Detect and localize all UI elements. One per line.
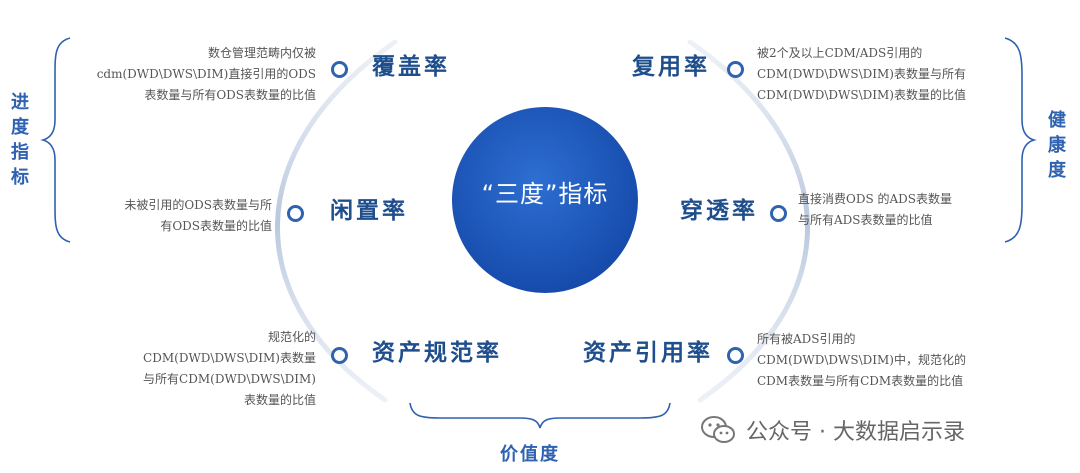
desc-line: 有ODS表数量的比值 <box>160 219 272 233</box>
asset-ref-title: 资产引用率 <box>583 340 713 366</box>
right-label-char: 健 <box>1048 110 1066 131</box>
desc-line: CDM(DWD\DWS\DIM)表数量 <box>143 351 316 365</box>
idle-description: 未被引用的ODS表数量与所 有ODS表数量的比值 <box>124 195 272 237</box>
desc-line: 数仓管理范畴内仅被 <box>207 46 316 60</box>
watermark: 公众号 · 大数据启示录 <box>700 413 965 447</box>
desc-line: 直接消费ODS 的ADS表数量 <box>798 192 953 206</box>
penetration-description: 直接消费ODS 的ADS表数量 与所有ADS表数量的比值 <box>798 189 952 231</box>
coverage-title: 覆盖率 <box>372 54 450 80</box>
right-label-char: 度 <box>1048 160 1066 181</box>
right-side-label: 健 康 度 <box>1046 108 1068 183</box>
desc-line: CDM(DWD\DWS\DIM)表数量与所有 <box>757 67 966 81</box>
asset-norm-title: 资产规范率 <box>372 340 502 366</box>
desc-line: CDM(DWD\DWS\DIM)中，规范化的 <box>757 353 966 367</box>
reuse-title: 复用率 <box>632 54 710 80</box>
desc-line: 表数量与所有ODS表数量的比值 <box>144 88 316 102</box>
desc-line: 未被引用的ODS表数量与所 <box>124 198 272 212</box>
idle-node-icon <box>287 205 304 222</box>
asset-ref-node-icon <box>727 347 744 364</box>
wechat-icon <box>701 416 735 443</box>
reuse-description: 被2个及以上CDM/ADS引用的 CDM(DWD\DWS\DIM)表数量与所有 … <box>757 43 966 106</box>
asset-norm-description: 规范化的 CDM(DWD\DWS\DIM)表数量 与所有CDM(DWD\DWS\… <box>143 327 316 411</box>
desc-line: cdm(DWD\DWS\DIM)直接引用的ODS <box>96 67 316 81</box>
left-label-char: 度 <box>11 117 29 138</box>
right-arc <box>687 39 810 403</box>
coverage-description: 数仓管理范畴内仅被 cdm(DWD\DWS\DIM)直接引用的ODS 表数量与所… <box>97 43 316 106</box>
coverage-node-icon <box>331 61 348 78</box>
desc-line: 被2个及以上CDM/ADS引用的 <box>757 46 923 60</box>
bottom-side-label: 价值度 <box>500 444 560 465</box>
right-label-char: 康 <box>1048 135 1066 156</box>
penetration-title: 穿透率 <box>680 198 758 224</box>
left-label-char: 进 <box>11 92 29 113</box>
desc-line: 与所有CDM(DWD\DWS\DIM) <box>143 372 316 386</box>
idle-title: 闲置率 <box>330 198 408 224</box>
penetration-node-icon <box>770 205 787 222</box>
reuse-node-icon <box>727 61 744 78</box>
left-label-char: 标 <box>11 167 29 188</box>
desc-line: 规范化的 <box>267 330 316 344</box>
center-label: “三度”指标 <box>481 180 609 208</box>
desc-line: 表数量的比值 <box>243 393 316 407</box>
desc-line: 所有被ADS引用的 <box>757 332 856 346</box>
asset-norm-node-icon <box>331 347 348 364</box>
desc-line: CDM表数量与所有CDM表数量的比值 <box>757 374 964 388</box>
left-side-label: 进 度 指 标 <box>9 90 31 190</box>
left-label-char: 指 <box>11 142 29 163</box>
asset-ref-description: 所有被ADS引用的 CDM(DWD\DWS\DIM)中，规范化的 CDM表数量与… <box>757 329 966 392</box>
left-brace <box>40 37 71 243</box>
right-brace <box>1004 37 1037 243</box>
bottom-brace <box>409 402 671 429</box>
desc-line: 与所有ADS表数量的比值 <box>798 213 933 227</box>
watermark-text: 公众号 · 大数据启示录 <box>746 420 965 445</box>
center-circle <box>452 107 638 293</box>
desc-line: CDM(DWD\DWS\DIM)表数量的比值 <box>757 88 966 102</box>
